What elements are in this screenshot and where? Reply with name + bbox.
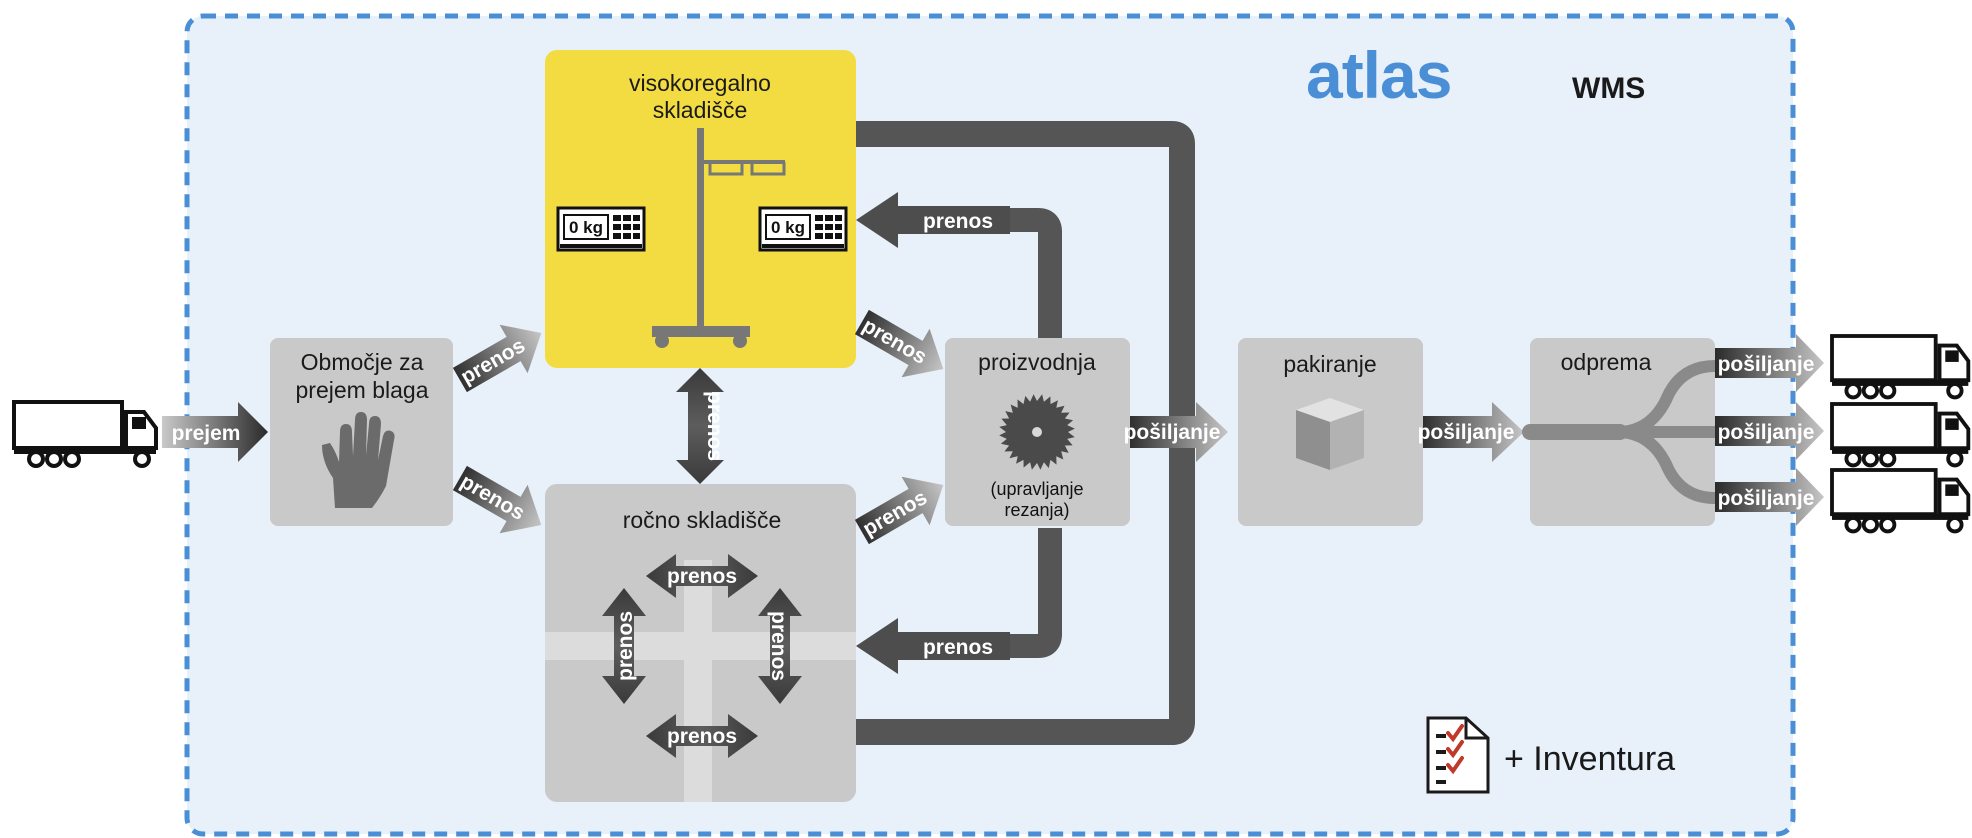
truck-trailer (1830, 334, 1938, 383)
inventory-label: + Inventura (1504, 740, 1675, 778)
production-loop (900, 208, 1062, 340)
truck-wheel (1879, 450, 1897, 468)
truck-wheel (63, 450, 81, 468)
arrow-label: prenos (767, 611, 790, 681)
arrow-posiljanje-truck-1: pošiljanje (1715, 334, 1824, 392)
arrow-label: prenos (703, 391, 726, 461)
truck-chassis (1832, 448, 1969, 454)
truck-window (1945, 484, 1959, 496)
truck-wheel (1844, 516, 1862, 534)
arrow-label: pošiljanje (1718, 353, 1815, 376)
saw-blade-icon (999, 394, 1075, 470)
truck-incoming-icon (12, 400, 158, 468)
truck-window (132, 417, 146, 429)
receiving-title-line2: prejem blaga (296, 377, 429, 403)
arrow-label: prenos (614, 611, 637, 681)
manual-arrow-top: prenos (646, 554, 758, 598)
manual-title: ročno skladišče (623, 507, 782, 533)
production-subtitle-line1: (upravljanje (990, 479, 1083, 499)
box-icon (1296, 398, 1364, 470)
manual-arrow-bottom: prenos (646, 714, 758, 758)
truck-wheel (1879, 382, 1897, 400)
production-title: proizvodnja (978, 349, 1096, 375)
truck-chassis (1832, 380, 1969, 386)
checklist-icon (1426, 716, 1490, 794)
arrow-label: pošiljanje (1718, 487, 1815, 510)
atlas-wms-logo: atlas WMS (1306, 38, 1645, 112)
arrow-posiljanje-truck-3: pošiljanje (1715, 468, 1824, 526)
scale-right: 0 kg (758, 206, 848, 252)
dispatch-split-lines (1522, 360, 1721, 504)
manual-aisle-horizontal (545, 632, 856, 660)
production-subtitle-line2: rezanja) (1004, 500, 1069, 520)
scale-left: 0 kg (556, 206, 646, 252)
manual-arrow-right: prenos (758, 588, 802, 704)
packing-title: pakiranje (1283, 351, 1376, 377)
scale-right-readout: 0 kg (771, 218, 805, 237)
arrow-posiljanje-to-packing: pošiljanje (1124, 402, 1228, 462)
truck-wheel (1844, 382, 1862, 400)
receiving-title-line1: Območje za (301, 349, 424, 375)
hand-icon (322, 412, 395, 508)
arrow-prenos-to-high-rack: prenos (856, 192, 1010, 248)
truck-trailer (12, 400, 124, 450)
truck-trailer (1830, 468, 1938, 517)
truck-trailer (1830, 402, 1938, 451)
truck-outgoing-icon (1830, 334, 1971, 400)
truck-wheel (1861, 450, 1880, 468)
truck-outgoing-icon (1830, 402, 1971, 468)
arrow-label: prenos (923, 636, 993, 659)
truck-wheel (133, 450, 151, 468)
truck-window (1945, 418, 1959, 430)
truck-wheel (1844, 450, 1862, 468)
truck-window (1945, 350, 1959, 362)
arrow-prenos-rack-manual: prenos (676, 368, 726, 484)
truck-wheel (1861, 382, 1880, 400)
truck-wheel (1861, 516, 1880, 534)
truck-wheel (45, 450, 63, 468)
truck-chassis (14, 448, 156, 454)
truck-wheel (1946, 516, 1964, 534)
arrow-label: pošiljanje (1418, 421, 1515, 444)
truck-wheel (1946, 382, 1964, 400)
dispatch-title: odprema (1561, 349, 1652, 375)
truck-outgoing-icon (1830, 468, 1971, 534)
arrow-posiljanje-truck-2: pošiljanje (1715, 402, 1824, 460)
high-rack-title-line1: visokoregalno (629, 70, 771, 96)
saw-blade-hub (1032, 427, 1042, 437)
arrow-prejem: prejem (162, 402, 268, 462)
arrow-label: prenos (667, 725, 737, 748)
arrow-prenos-to-manual: prenos (856, 618, 1010, 674)
production-loop-lower (900, 528, 1062, 658)
logo-brand: atlas (1306, 38, 1451, 112)
arrow-label: pošiljanje (1124, 421, 1221, 444)
rack-crane-icon (652, 128, 786, 348)
high-rack-title-line2: skladišče (653, 97, 748, 123)
truck-wheel (27, 450, 45, 468)
truck-chassis (1832, 514, 1969, 520)
arrow-label: prenos (923, 210, 993, 233)
logo-suffix: WMS (1572, 72, 1645, 105)
scale-left-readout: 0 kg (569, 218, 603, 237)
manual-aisle-vertical (684, 560, 712, 802)
arrow-posiljanje-to-dispatch: pošiljanje (1418, 402, 1524, 462)
truck-wheel (1879, 516, 1897, 534)
arrow-label: prenos (667, 565, 737, 588)
arrow-label: pošiljanje (1718, 421, 1815, 444)
manual-arrow-left: prenos (602, 588, 646, 704)
arrow-label: prejem (172, 422, 241, 445)
truck-wheel (1946, 450, 1964, 468)
